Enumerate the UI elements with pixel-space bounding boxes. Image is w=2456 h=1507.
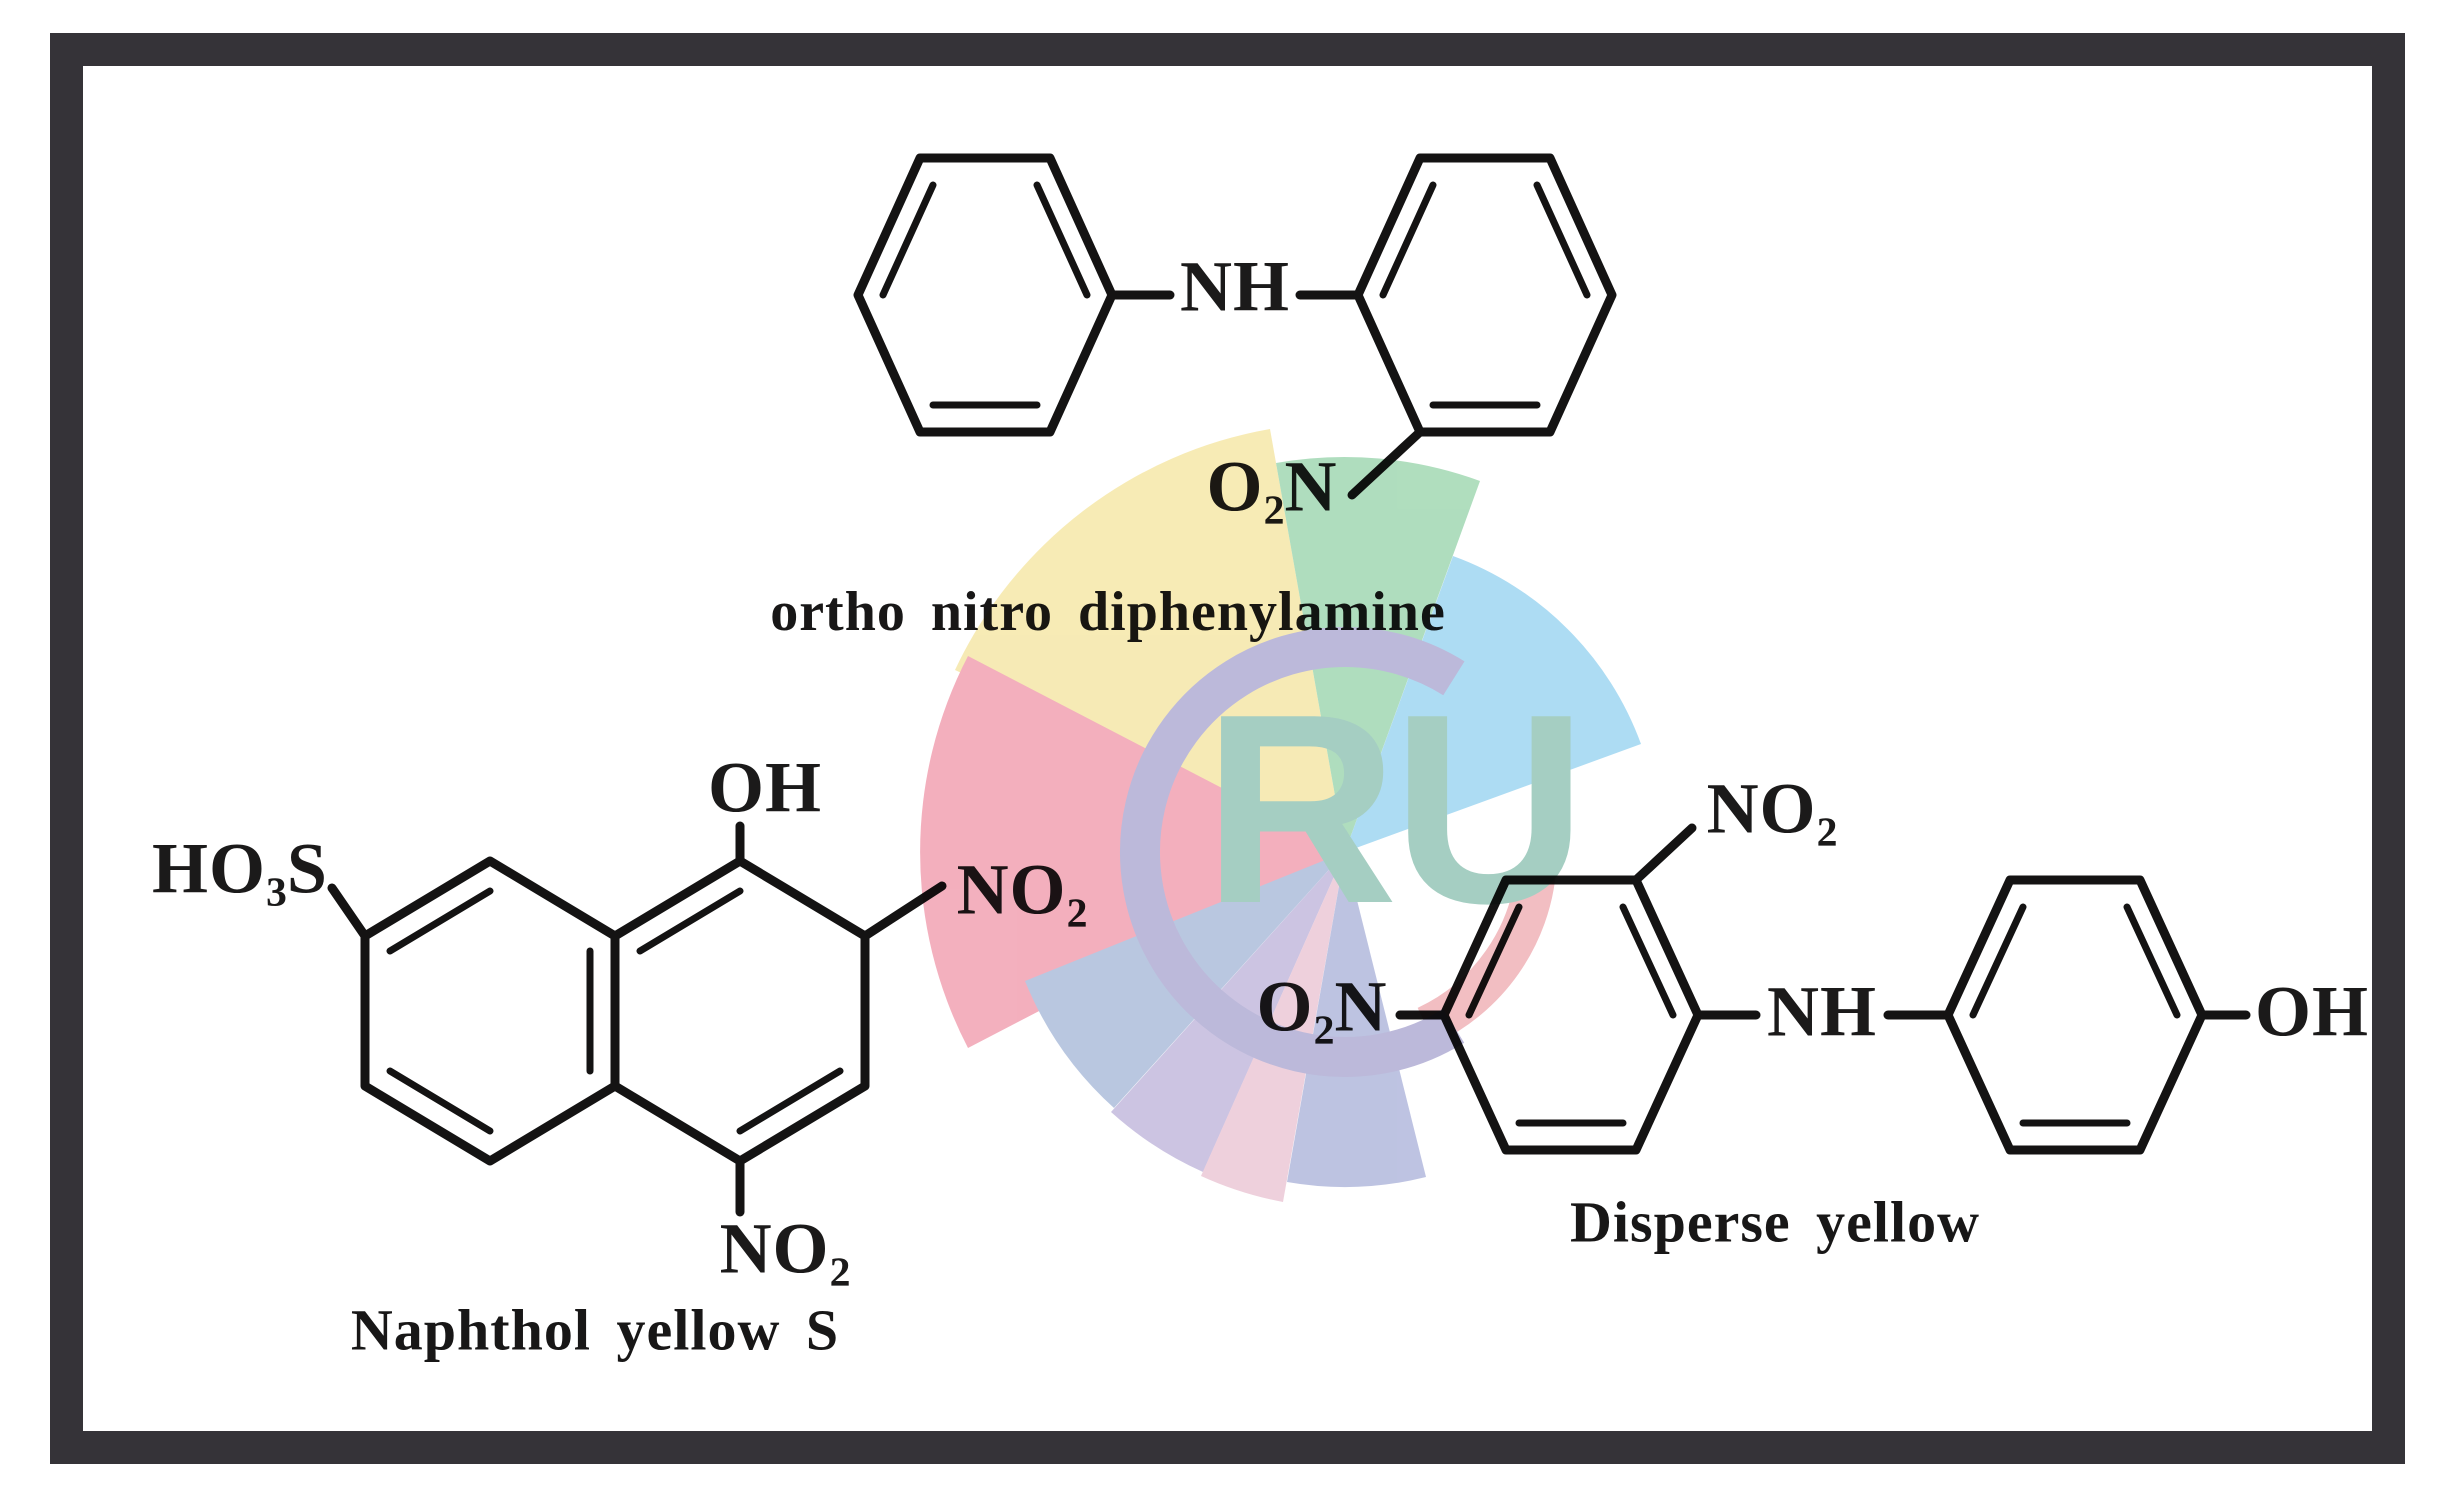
label-no2: NO2: [956, 849, 1088, 937]
double-bond-lines: [879, 181, 1091, 409]
label-no2: NO2: [719, 1208, 851, 1296]
label-o2n: O2N: [1206, 446, 1338, 534]
bond: [1631, 823, 1697, 885]
page-frame: [50, 33, 2405, 1464]
ortho-nitro-diphenylamine-structure: [853, 153, 1617, 500]
bond: [327, 883, 370, 941]
label-nh: NH: [1180, 246, 1290, 327]
naphthol-yellow-s-structure: [327, 821, 947, 1217]
label-oh: OH: [2254, 971, 2370, 1052]
double-bond-lines: [386, 887, 844, 1135]
molecule-name: ortho nitro diphenylamine: [770, 581, 1446, 643]
label-nh: NH: [1767, 971, 1877, 1052]
label-no2: NO2: [1706, 768, 1838, 856]
double-bond-lines: [1379, 181, 1591, 409]
label-o2n: O2N: [1256, 966, 1388, 1054]
molecule-name: Disperse yellow: [1570, 1189, 1980, 1255]
double-bond-lines: [1969, 903, 2181, 1127]
label-oh: OH: [707, 747, 823, 828]
label-ho3s: HO3S: [152, 828, 328, 916]
molecule-name: Naphthol yellow S: [350, 1297, 840, 1363]
